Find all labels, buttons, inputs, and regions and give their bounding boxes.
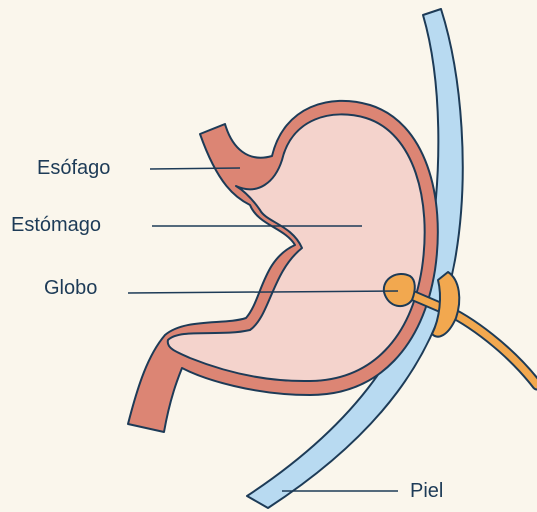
balloon	[384, 274, 415, 306]
leader-line-esophagus	[150, 168, 240, 169]
label-skin: Piel	[410, 481, 443, 501]
label-esophagus: Esófago	[37, 158, 110, 178]
label-stomach: Estómago	[11, 215, 101, 235]
label-balloon: Globo	[44, 278, 97, 298]
